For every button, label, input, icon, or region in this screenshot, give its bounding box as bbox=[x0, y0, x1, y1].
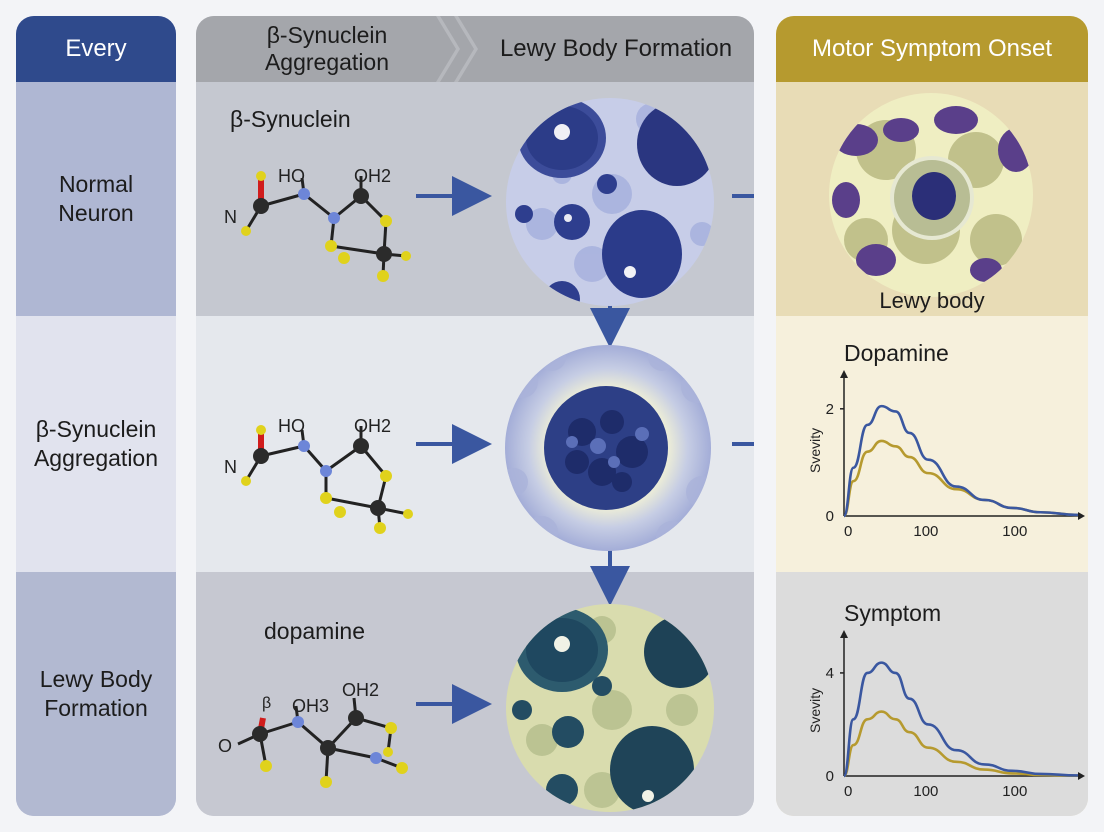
x-tick-label: 100 bbox=[1002, 783, 1027, 800]
header-motor-symptom-onset-label: Motor Symptom Onset bbox=[811, 35, 1053, 62]
header-lewy-body-formation-label: Lewy Body Formation bbox=[499, 35, 733, 62]
dopamine-chart: 0 2 0 100 100 Svevity bbox=[807, 370, 1085, 540]
x-tick-label: 0 bbox=[844, 523, 852, 540]
row-label-column: Every Normal Neuron β-Synuclein Aggregat… bbox=[16, 16, 176, 816]
series-line-1 bbox=[842, 710, 1079, 778]
header-every-label: Every bbox=[65, 35, 127, 62]
y-axis-label: Svevity bbox=[807, 428, 823, 473]
x-tick-label: 100 bbox=[1002, 523, 1027, 540]
micrograph-lewy-body-formation bbox=[506, 604, 714, 812]
atom-label-oh2: OH2 bbox=[354, 416, 391, 436]
x-tick-label: 100 bbox=[913, 523, 938, 540]
y-tick-label: 0 bbox=[826, 768, 834, 785]
lewy-body-label: Lewy body bbox=[879, 288, 985, 313]
row-label-3: Lewy Body Formation bbox=[16, 572, 176, 816]
row-label-2: β-Synuclein Aggregation bbox=[16, 316, 176, 572]
row-right-2 bbox=[776, 316, 1088, 572]
row-label-1: Normal Neuron bbox=[16, 82, 176, 316]
x-axis-arrow-icon bbox=[1078, 512, 1085, 520]
atom-label-n: N bbox=[224, 457, 237, 477]
atom-label-n: N bbox=[224, 207, 237, 227]
y-axis-label: Svevity bbox=[807, 688, 823, 733]
x-axis-arrow-icon bbox=[1078, 772, 1085, 780]
y-tick-label: 0 bbox=[826, 508, 834, 525]
molecule-structure-3: β OH3 OH2 O bbox=[218, 680, 408, 788]
atom-label-beta: β bbox=[262, 695, 271, 712]
header-synuclein-aggregation-label: β-Synuclein Aggregation bbox=[264, 22, 390, 75]
micrograph-normal-neuron bbox=[506, 98, 714, 306]
y-axis-arrow-icon bbox=[840, 630, 848, 638]
atom-carbon bbox=[252, 726, 268, 742]
row-label-aggregation: β-Synuclein Aggregation bbox=[33, 416, 159, 471]
x-tick-label: 0 bbox=[844, 783, 852, 800]
molecule-title-synuclein: β-Synuclein bbox=[230, 106, 351, 132]
x-tick-label: 100 bbox=[913, 783, 938, 800]
atom-label-oh3: OH3 bbox=[292, 696, 329, 716]
atom-carbon bbox=[253, 198, 269, 214]
atom-label-oh2: OH2 bbox=[342, 680, 379, 700]
process-column: β-Synuclein Aggregation Lewy Body Format… bbox=[196, 16, 754, 816]
row-label-lewy-body: Lewy Body Formation bbox=[39, 666, 153, 721]
molecule-title-dopamine: dopamine bbox=[264, 618, 366, 644]
atom-label-ho: HO bbox=[278, 166, 305, 186]
molecule-structure-1: HO OH2 N bbox=[224, 166, 411, 282]
symptom-chart: 0 4 0 100 100 Svevity bbox=[807, 630, 1085, 800]
row-label-normal-neuron: Normal Neuron bbox=[58, 171, 134, 226]
header-lewy-body-formation: Lewy Body Formation bbox=[458, 16, 754, 82]
y-axis-arrow-icon bbox=[840, 370, 848, 378]
header-motor-symptom-onset: Motor Symptom Onset bbox=[776, 16, 1088, 82]
series-line-0 bbox=[842, 404, 1079, 518]
outcome-column: Motor Symptom Onset Lewy body Dopamine 0… bbox=[776, 16, 1088, 816]
series-line-0 bbox=[842, 661, 1079, 778]
header-every: Every bbox=[16, 16, 176, 82]
micrograph-aggregation bbox=[505, 345, 711, 551]
header-synuclein-aggregation: β-Synuclein Aggregation bbox=[196, 16, 458, 82]
chart-title-dopamine: Dopamine bbox=[844, 340, 949, 366]
chart-title-symptom: Symptom bbox=[844, 600, 942, 626]
series-line-1 bbox=[842, 439, 1079, 518]
y-tick-label: 4 bbox=[826, 665, 834, 682]
atom-label-o: O bbox=[218, 736, 232, 756]
y-tick-label: 2 bbox=[826, 401, 834, 418]
atom-label-oh2: OH2 bbox=[354, 166, 391, 186]
flow-arrows bbox=[416, 176, 754, 724]
atom-carbon bbox=[253, 448, 269, 464]
header-chevron-icon bbox=[436, 16, 478, 82]
atom-label-ho: HO bbox=[278, 416, 305, 436]
molecule-structure-2: HO OH2 N bbox=[224, 416, 413, 534]
micrograph-lewy-body bbox=[829, 93, 1033, 297]
